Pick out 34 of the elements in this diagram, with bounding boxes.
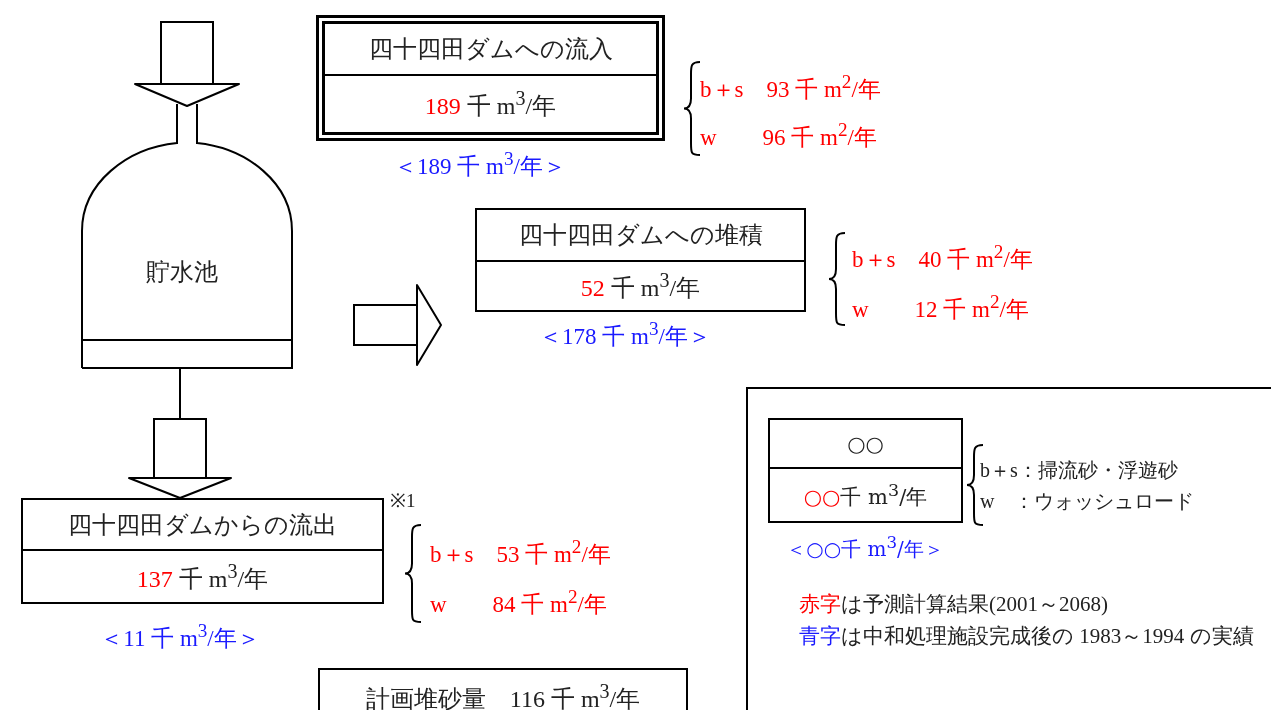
actual-value: ＜○○千 m$^{3}$/年＞ <box>786 533 944 563</box>
value-text: ○○千 m$^{3}$/年 <box>802 479 929 511</box>
actual-value: ＜189 千 m$^{3}$/年＞ <box>394 148 566 181</box>
rate-text: b＋s 93 千 m$^{2}$/年 <box>700 71 881 104</box>
rate-text: b＋s 40 千 m$^{2}$/年 <box>852 241 1033 274</box>
value-text: 52 千 m$^{3}$/年 <box>579 268 702 303</box>
actual-value: ＜11 千 m$^{3}$/年＞ <box>100 620 260 653</box>
legend-panel <box>746 387 1271 710</box>
note-text: 赤字は予測計算結果(2001～2068) <box>799 591 1109 618</box>
block-arrow <box>353 284 442 366</box>
box-title: 四十四田ダムへの流入 <box>367 34 614 64</box>
block-arrow <box>134 21 240 107</box>
rate-text: w 96 千 m$^{2}$/年 <box>700 119 877 152</box>
box-title: 四十四田ダムへの堆積 <box>517 221 764 250</box>
value-text: 137 千 m$^{3}$/年 <box>135 559 270 593</box>
legend-text: w ：ウォッシュロード <box>980 488 1195 514</box>
note-mark: ※1 <box>390 489 416 513</box>
rate-text: b＋s 53 千 m$^{2}$/年 <box>430 536 611 569</box>
box-title: ○○ <box>846 431 885 456</box>
reservoir-shape <box>82 104 292 368</box>
legend-text: b＋s：掃流砂・浮遊砂 <box>980 457 1178 483</box>
flow-box <box>316 15 665 141</box>
actual-value: ＜178 千 m$^{3}$/年＞ <box>539 318 711 351</box>
note-text: 青字は中和処理施設完成後の 1983～1994 の実績 <box>799 623 1255 650</box>
value-text: 189 千 m$^{3}$/年 <box>423 86 558 121</box>
reservoir-label: 貯水池 <box>145 258 219 287</box>
info-box: 計画堆砂量 116 千 m$^{3}$/年 <box>318 668 688 710</box>
flow-box <box>768 418 963 523</box>
flow-box <box>21 498 384 604</box>
rate-text: w 12 千 m$^{2}$/年 <box>852 291 1029 324</box>
flow-box <box>475 208 806 312</box>
box-title: 四十四田ダムからの流出 <box>67 510 338 540</box>
rate-text: w 84 千 m$^{2}$/年 <box>430 586 607 619</box>
block-arrow <box>128 367 232 499</box>
